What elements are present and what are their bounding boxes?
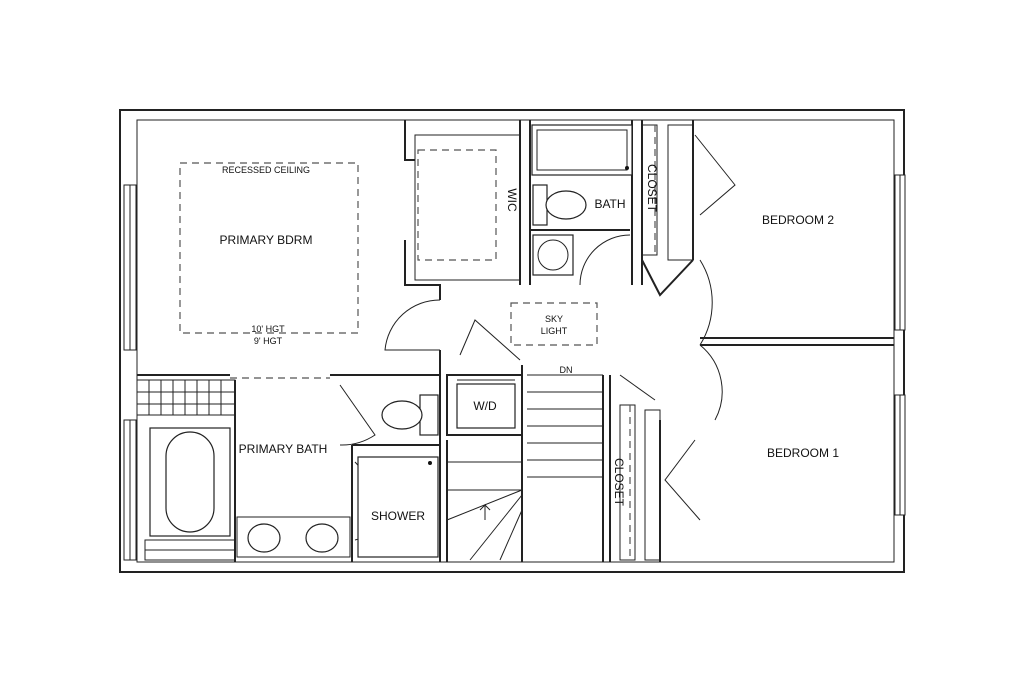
dashed-outlines — [179, 125, 656, 560]
primary-bath-label: PRIMARY BATH — [239, 442, 328, 456]
ceiling-height-10-label: 10' HGT — [251, 324, 285, 334]
fixtures — [149, 124, 633, 558]
bedroom-2-label: BEDROOM 2 — [762, 213, 834, 227]
closet-bottom-label: CLOSET — [612, 458, 626, 507]
bath-label: BATH — [594, 197, 625, 211]
washer-dryer-label: W/D — [473, 399, 497, 413]
tile-grid — [137, 380, 236, 561]
sky-light-label-line2: LIGHT — [541, 326, 568, 336]
wic-label: WIC — [505, 188, 519, 212]
stairs-down-label: DN — [560, 365, 573, 375]
closet-top-label: CLOSET — [645, 164, 659, 213]
recessed-ceiling-label: RECESSED CEILING — [222, 165, 310, 175]
exterior-walls — [119, 109, 905, 573]
ceiling-height-9-label: 9' HGT — [254, 336, 283, 346]
windows — [123, 174, 906, 561]
primary-bdrm-label: PRIMARY BDRM — [220, 233, 313, 247]
shower-label: SHOWER — [371, 509, 425, 523]
bedroom-1-label: BEDROOM 1 — [767, 446, 839, 460]
interior-walls — [136, 120, 894, 562]
staircase — [446, 374, 603, 561]
sky-light-label-line1: SKY — [545, 314, 563, 324]
